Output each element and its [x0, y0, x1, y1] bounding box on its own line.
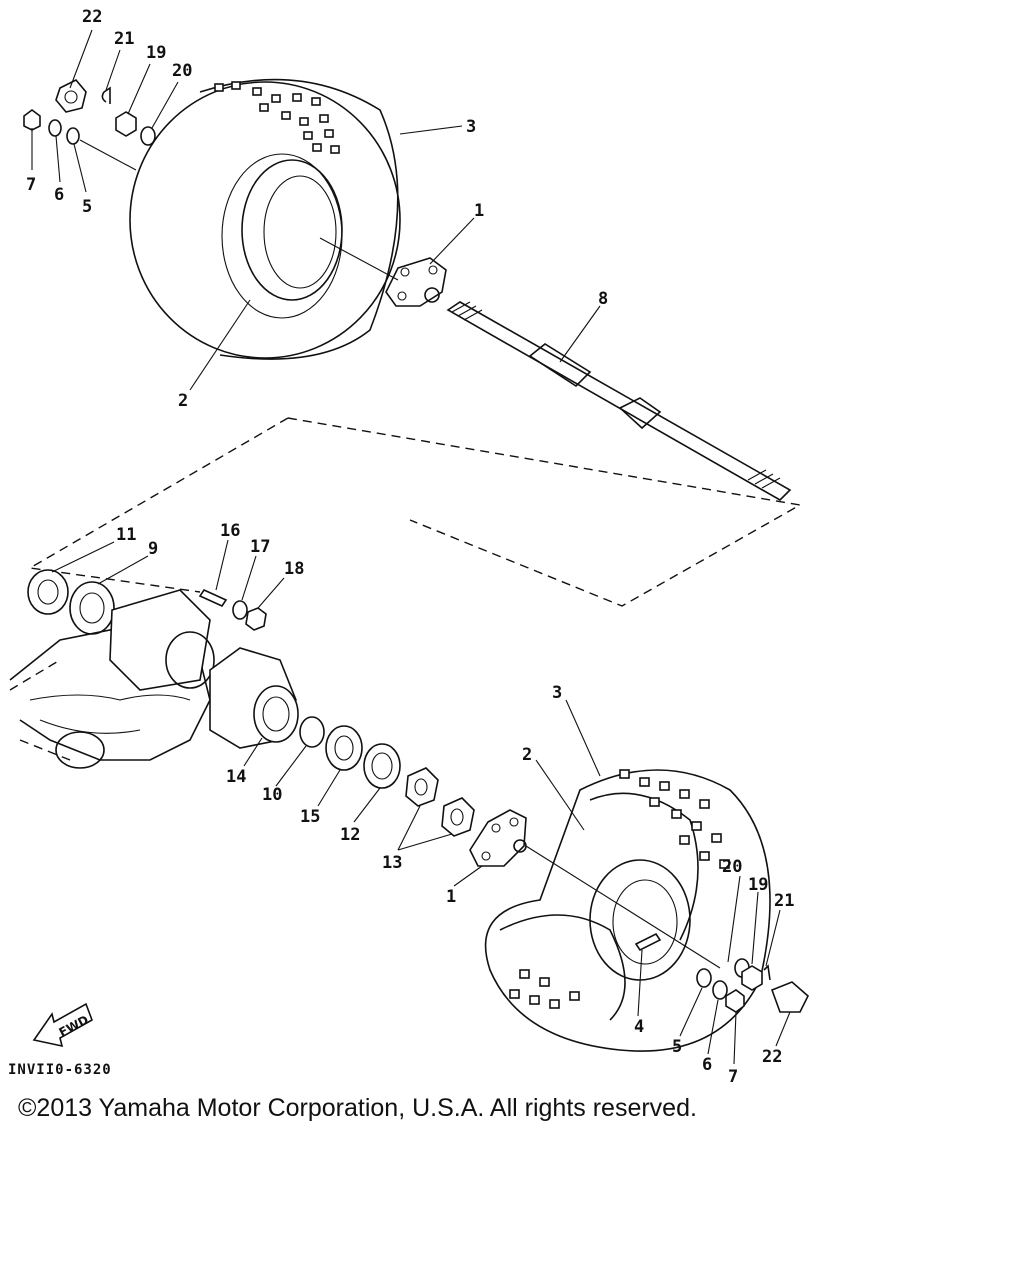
- nuts-13: [405, 767, 475, 837]
- callout-10: 10: [262, 785, 282, 805]
- upper-axle-centerline: [319, 237, 399, 281]
- callout-7-upper: 7: [26, 175, 36, 195]
- upper-tire: [129, 78, 401, 360]
- callout-19-upper: 19: [146, 43, 166, 63]
- upper-left-hardware: [23, 79, 156, 171]
- callout-20-lower: 20: [722, 857, 742, 877]
- callout-6-upper: 6: [54, 185, 64, 205]
- axle-assembly-outline: [27, 417, 803, 607]
- wheel-stud-4: [634, 932, 662, 952]
- callout-18: 18: [284, 559, 304, 579]
- callout-6-lower: 6: [702, 1055, 712, 1075]
- callout-22-upper: 22: [82, 7, 102, 27]
- callout-14: 14: [226, 767, 246, 787]
- callout-5-upper: 5: [82, 197, 92, 217]
- callout-13: 13: [382, 853, 402, 873]
- upper-hub: [385, 257, 447, 307]
- callout-5-lower: 5: [672, 1037, 682, 1057]
- callout-12: 12: [340, 825, 360, 845]
- washer-17: [232, 600, 248, 620]
- callout-1-lower: 1: [446, 887, 456, 907]
- callout-16: 16: [220, 521, 240, 541]
- bearing-11: [27, 569, 69, 615]
- callout-9: 9: [148, 539, 158, 559]
- callout-numbers: 22 21 19 20 7 6 5 3 1 8 2 11 9 16 17 18 …: [26, 7, 794, 1087]
- lower-hub: [469, 809, 527, 867]
- bearing-15: [325, 725, 363, 771]
- stud-bolt-16: [198, 588, 228, 608]
- callout-3-upper: 3: [466, 117, 476, 137]
- nut-18: [245, 607, 267, 631]
- callout-20-upper: 20: [172, 61, 192, 81]
- lower-axle-centerline: [525, 845, 721, 969]
- oil-seal-12: [363, 743, 401, 789]
- callout-21-upper: 21: [114, 29, 134, 49]
- copyright-notice: ©2013 Yamaha Motor Corporation, U.S.A. A…: [18, 1094, 697, 1122]
- callout-1-upper: 1: [474, 201, 484, 221]
- upper-tire-tread: [214, 81, 340, 154]
- axle-housing: [9, 589, 299, 769]
- lower-tire-tread: [509, 769, 730, 1009]
- leader-lines: [31, 29, 791, 1065]
- callout-7-lower: 7: [728, 1067, 738, 1087]
- callout-2-upper: 2: [178, 391, 188, 411]
- lower-right-hardware: [696, 958, 809, 1013]
- callout-22-lower: 22: [762, 1047, 782, 1067]
- callout-11: 11: [116, 525, 136, 545]
- callout-3-lower: 3: [552, 683, 562, 703]
- callout-4: 4: [634, 1017, 644, 1037]
- callout-2-lower: 2: [522, 745, 532, 765]
- fwd-arrow-icon: FWD: [32, 1002, 93, 1048]
- callout-21-lower: 21: [774, 891, 794, 911]
- callout-15: 15: [300, 807, 320, 827]
- callout-8: 8: [598, 289, 608, 309]
- rear-axle: [446, 301, 792, 501]
- bearing-9: [69, 581, 115, 635]
- spacer-10: [299, 716, 325, 748]
- callout-17: 17: [250, 537, 270, 557]
- callout-19-lower: 19: [748, 875, 768, 895]
- diagram-code: INVII0-6320: [8, 1062, 112, 1078]
